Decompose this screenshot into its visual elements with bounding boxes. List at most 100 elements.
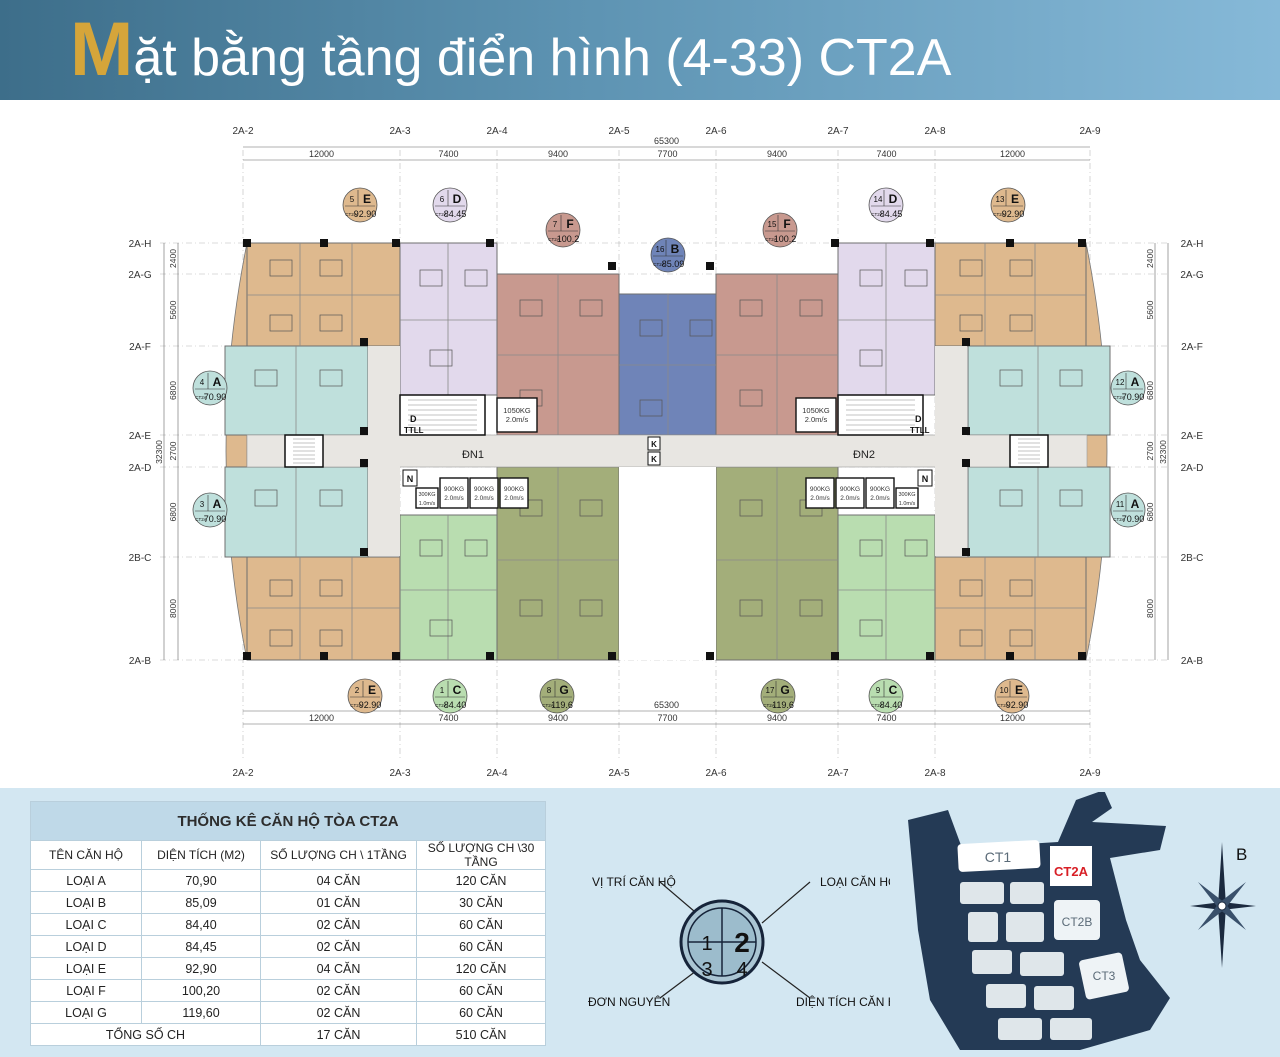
- unit-badge-building: CT2A: [993, 212, 1005, 217]
- unit-badge-area: 70.90: [204, 392, 227, 402]
- unit-badge-number: 16: [656, 245, 665, 254]
- axis-label-left: 2A-E: [129, 431, 152, 442]
- unit-badge-area: 70.90: [1122, 392, 1145, 402]
- structural-column: [392, 652, 400, 660]
- unit-badge-circle: [545, 212, 581, 248]
- header-banner: Mặt bằng tầng điển hình (4-33) CT2A: [0, 0, 1280, 100]
- elevator-label: 2.0m/s: [444, 495, 464, 502]
- unit-badge-area: 119.6: [772, 700, 794, 710]
- table-cell: 84,40: [141, 913, 261, 936]
- axis-label-right: 2A-B: [1181, 656, 1204, 667]
- dimension-text: 6800: [168, 381, 178, 400]
- dimension-text: 7400: [438, 713, 458, 723]
- dimension-text: 8000: [168, 599, 178, 618]
- table-header: DIỆN TÍCH (M2): [141, 840, 261, 870]
- table-cell: LOẠI F: [30, 979, 142, 1002]
- unit-badge-number: 14: [874, 195, 883, 204]
- dimension-text: 7400: [438, 149, 458, 159]
- unit-badge-area: 92.90: [1006, 700, 1029, 710]
- unit-badge-building: CT2A: [350, 703, 362, 708]
- furniture: [799, 599, 823, 617]
- axis-label-bottom: 2A-2: [232, 768, 254, 779]
- elevator-car: [499, 477, 529, 509]
- apartment-zone: [934, 242, 1087, 347]
- unit-badge-circle: [1110, 492, 1146, 528]
- elevator-label: 1.0m/s: [899, 501, 916, 507]
- structural-column: [962, 427, 970, 435]
- site-building: [957, 840, 1041, 872]
- furniture: [739, 389, 763, 407]
- axis-label-left: 2A-B: [129, 656, 152, 667]
- table-header: TÊN CĂN HỘ: [30, 840, 142, 870]
- furniture: [959, 629, 983, 647]
- furniture: [579, 499, 603, 517]
- table-cell: 04 CĂN: [260, 869, 417, 892]
- unit-badge-building: CT2A: [871, 703, 883, 708]
- unit-badge-type: E: [363, 192, 371, 206]
- furniture: [579, 599, 603, 617]
- dimension-text: 2700: [168, 441, 178, 460]
- dimension-text: 2700: [1145, 441, 1155, 460]
- unit-badge-type: C: [453, 683, 462, 697]
- structural-column: [1078, 239, 1086, 247]
- unit-badge-area: 100.2: [774, 234, 797, 244]
- unit-badge-number: 3: [200, 500, 205, 509]
- furniture: [959, 314, 983, 332]
- furniture: [739, 599, 763, 617]
- table-cell: 02 CĂN: [260, 979, 417, 1002]
- curved-wall-left: [225, 242, 248, 661]
- furniture: [519, 599, 543, 617]
- furniture: [319, 489, 343, 507]
- unit-badge-type: D: [453, 192, 462, 206]
- apartment-stats-table: THỐNG KÊ CĂN HỘ TÒA CT2A TÊN CĂN HỘ DIỆN…: [30, 801, 546, 1046]
- unit-badge-circle: [762, 212, 798, 248]
- site-label-ct3: CT3: [1093, 969, 1116, 983]
- furniture: [639, 399, 663, 417]
- dimension-text: 12000: [1000, 149, 1025, 159]
- unit-badge-circle: [192, 492, 228, 528]
- curved-wall-right: [1085, 242, 1108, 661]
- furniture: [429, 619, 453, 637]
- table-cell: LOẠI B: [30, 891, 142, 914]
- table-cell: 60 CĂN: [416, 913, 546, 936]
- unit-badge-type: F: [783, 217, 790, 231]
- unit-badge-type: A: [213, 375, 222, 389]
- unit-badge-number: 17: [766, 686, 775, 695]
- elevator-label: 900KG: [840, 486, 860, 493]
- unit-badge-area: 100.2: [557, 234, 580, 244]
- furniture: [464, 539, 488, 557]
- table-cell: 02 CĂN: [260, 913, 417, 936]
- unit-badge-type: A: [213, 497, 222, 511]
- furniture: [519, 299, 543, 317]
- axis-label-top: 2A-6: [705, 126, 727, 137]
- unit-badge-number: 2: [355, 686, 360, 695]
- table-cell: 70,90: [141, 869, 261, 892]
- table-title: THỐNG KÊ CĂN HỘ TÒA CT2A: [30, 801, 546, 841]
- furniture: [254, 369, 278, 387]
- corridor-label: ĐN2: [853, 449, 875, 461]
- dimension-text: 8000: [1145, 599, 1155, 618]
- furniture: [959, 259, 983, 277]
- unit-badge-number: 9: [876, 686, 881, 695]
- unit-badge-circle: [760, 678, 796, 714]
- table-cell: 510 CĂN: [416, 1023, 546, 1046]
- structural-column: [831, 652, 839, 660]
- legend-label-area: DIỆN TÍCH CĂN HỘ: [796, 994, 890, 1009]
- apartment-zone: [224, 345, 369, 436]
- furniture: [904, 539, 928, 557]
- compass-rose-icon: B: [1190, 842, 1256, 968]
- unit-badge-number: 15: [768, 220, 777, 229]
- unit-badge-circle: [432, 678, 468, 714]
- elevator-label: 1050KG: [503, 406, 531, 415]
- unit-badge-circle: [650, 237, 686, 273]
- elevator-car: [496, 397, 538, 433]
- stair-label: D: [915, 414, 922, 424]
- axis-label-bottom: 2A-8: [924, 768, 946, 779]
- furniture: [319, 369, 343, 387]
- dimension-text: 2400: [1145, 249, 1155, 268]
- axis-label-bottom: 2A-3: [389, 768, 411, 779]
